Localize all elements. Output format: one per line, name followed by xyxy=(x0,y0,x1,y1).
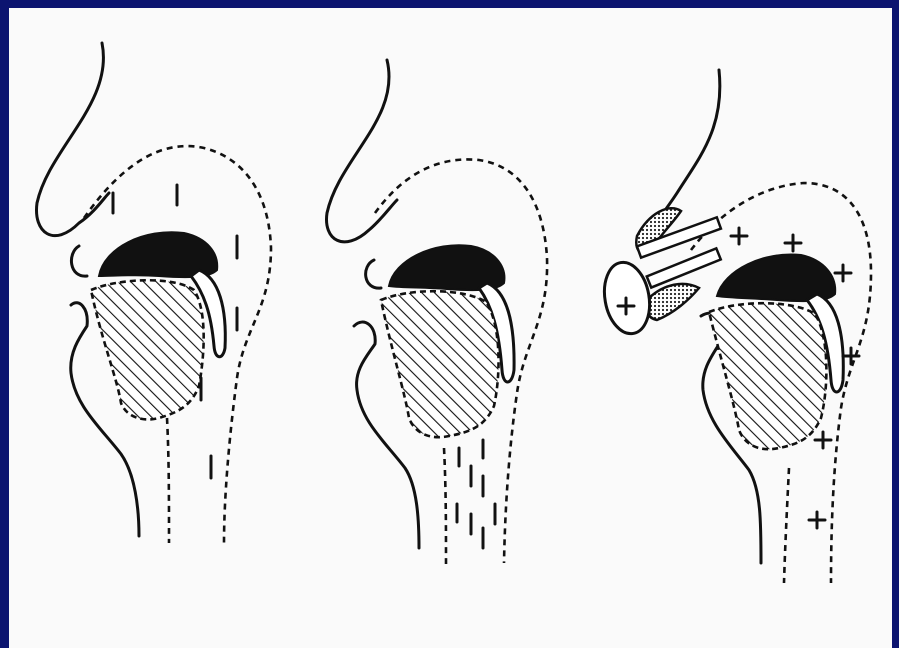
panel-right xyxy=(599,70,871,583)
plus-sign xyxy=(809,512,825,528)
tongue-middle xyxy=(381,291,499,437)
plus-sign xyxy=(731,228,747,244)
airway-dashed-inner-right xyxy=(784,468,789,583)
face-profile-middle xyxy=(327,60,397,242)
panel-left xyxy=(37,43,271,543)
airway-dashed-inner-middle xyxy=(444,448,446,564)
pressure-marks-middle xyxy=(457,440,495,548)
plus-sign xyxy=(835,265,851,281)
tongue-right xyxy=(709,303,826,449)
panel-middle xyxy=(327,60,548,564)
airway-dashed-inner-left xyxy=(167,418,169,543)
nasal-mask-tube-lower xyxy=(647,248,721,287)
face-profile-left xyxy=(37,43,109,236)
airway-diagram-svg xyxy=(9,8,892,648)
nasal-mask-lower-cushion xyxy=(646,284,699,320)
tongue-left xyxy=(91,280,204,419)
upper-lip-left xyxy=(71,246,87,276)
airway-diagram-figure xyxy=(9,8,892,648)
plus-sign xyxy=(815,432,831,448)
upper-lip-middle xyxy=(366,260,381,288)
plus-sign xyxy=(785,235,801,251)
